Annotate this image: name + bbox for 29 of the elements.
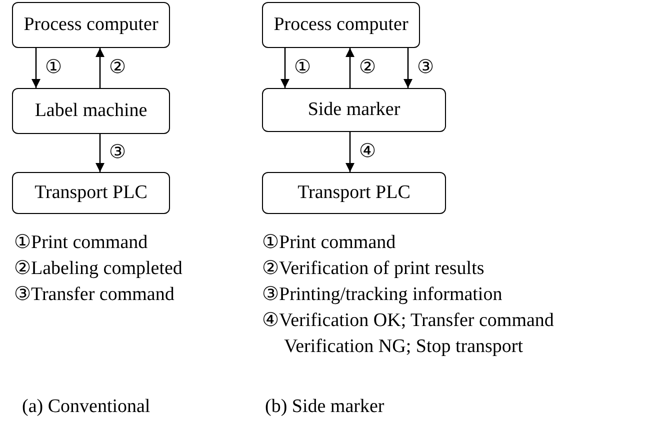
- arrow: [346, 48, 354, 88]
- legend-item: ①Print command: [14, 232, 148, 253]
- legend-item: Verification NG; Stop transport: [284, 336, 524, 357]
- arrow: [280, 48, 290, 88]
- box-label: Transport PLC: [34, 183, 148, 203]
- legend-item: ①Print command: [262, 232, 396, 253]
- process-box: [12, 88, 170, 134]
- arrow: [96, 134, 104, 172]
- arrow: [404, 48, 412, 88]
- legend-item: ②Verification of print results: [262, 258, 484, 279]
- arrow: [96, 48, 104, 88]
- legend-item: ②Labeling completed: [14, 258, 182, 279]
- process-box: [262, 88, 446, 132]
- process-box: [262, 172, 446, 214]
- arrow: [32, 48, 40, 88]
- box-label: Process computer: [24, 15, 158, 35]
- legend-item: ④Verification OK; Transfer command: [262, 310, 554, 331]
- box-label: Label machine: [34, 101, 148, 121]
- box-label: Side marker: [308, 100, 400, 120]
- box-label: Process computer: [274, 15, 408, 35]
- process-box: [12, 172, 170, 214]
- arrow: [346, 132, 354, 172]
- box-label: Transport PLC: [298, 183, 410, 203]
- process-box: [12, 2, 170, 48]
- panel-caption: (a) Conventional: [22, 396, 150, 417]
- legend-item: ③Transfer command: [14, 284, 174, 305]
- legend-item: ③Printing/tracking information: [262, 284, 502, 305]
- process-box: [262, 2, 420, 48]
- panel-caption: (b) Side marker: [265, 396, 384, 417]
